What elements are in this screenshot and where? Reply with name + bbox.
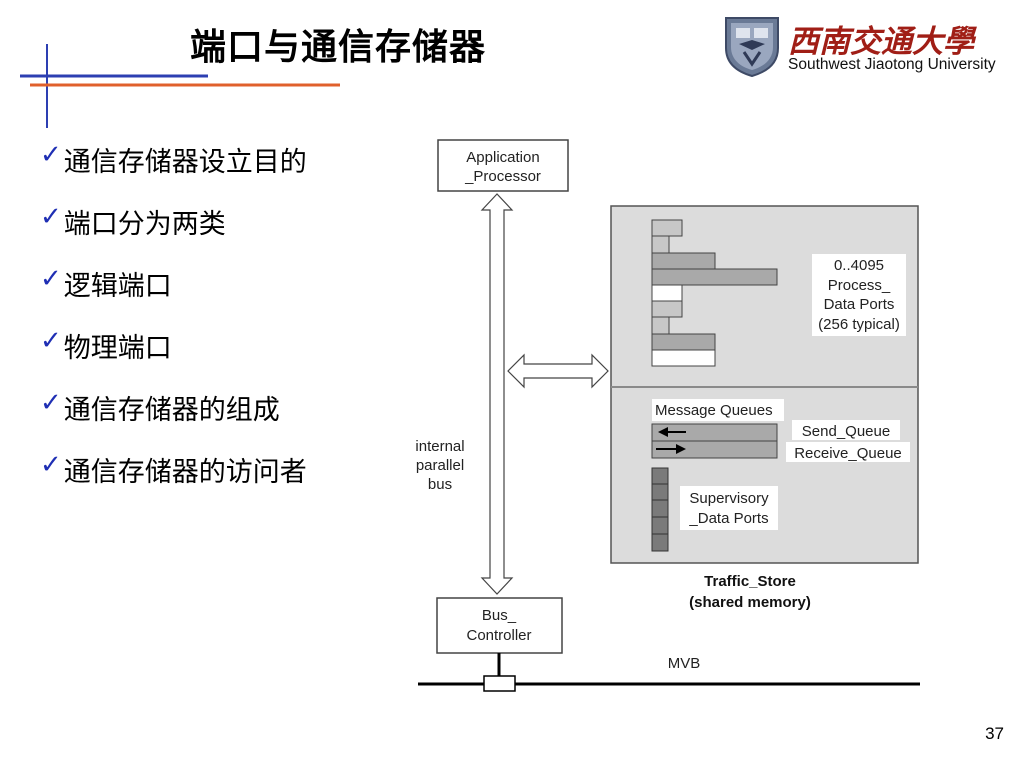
port-bar <box>651 333 716 351</box>
port-bar <box>651 219 683 237</box>
app-processor-line2: _Processor <box>464 168 541 185</box>
checkmark-icon: ✓ <box>40 450 62 480</box>
process-ports-line1: 0..4095 <box>834 257 884 274</box>
corner-decoration <box>20 44 340 128</box>
port-bar <box>651 235 670 254</box>
message-queues-label-bg <box>652 399 784 421</box>
application-processor-box <box>437 139 569 192</box>
bullet-text: 通信存储器的访问者 <box>63 457 307 488</box>
checkmark-icon: ✓ <box>40 202 62 232</box>
port-bar <box>651 349 716 367</box>
port-bar <box>651 252 716 270</box>
bullet-item: ✓通信存储器设立目的 <box>40 140 307 202</box>
process-ports-label-bg <box>812 254 906 336</box>
mvb-label: MVB <box>668 655 701 672</box>
port-bar <box>651 316 670 335</box>
process-ports-line2: Process_ <box>828 277 891 294</box>
app-processor-line1: Application <box>466 149 539 166</box>
process-ports-line3: Data Ports <box>824 296 895 313</box>
internal-bus-line2: parallel <box>416 457 464 474</box>
receive-arrow-icon <box>656 444 686 454</box>
bullet-text: 端口分为两类 <box>63 209 226 240</box>
checkmark-icon: ✓ <box>40 388 62 418</box>
process-ports-line4: (256 typical) <box>818 316 900 333</box>
bullet-item: ✓通信存储器的组成 <box>40 388 307 450</box>
slide-title: 端口与通信存储器 <box>190 27 487 68</box>
bullet-text: 通信存储器设立目的 <box>63 147 307 178</box>
bus-to-store-arrow <box>507 353 609 389</box>
university-logo: 西南交通大學 Southwest Jiaotong University <box>722 14 996 80</box>
receive-queue-label-bg <box>786 442 910 462</box>
bullet-list: ✓通信存储器设立目的 ✓端口分为两类 ✓逻辑端口 ✓物理端口 ✓通信存储器的组成… <box>40 140 307 512</box>
receive-queue-bar <box>651 440 778 459</box>
bus-controller-line2: Controller <box>466 627 531 644</box>
supervisory-cell <box>651 467 669 485</box>
logo-english-name: Southwest Jiaotong University <box>788 56 996 73</box>
supervisory-label-bg <box>680 486 778 530</box>
port-bar <box>651 300 683 318</box>
checkmark-icon: ✓ <box>40 264 62 294</box>
traffic-store-caption-line1: Traffic_Store <box>704 573 796 590</box>
supervisory-cell <box>651 533 669 552</box>
send-arrow-icon <box>658 427 686 437</box>
bullet-item: ✓物理端口 <box>40 326 307 388</box>
supervisory-cell <box>651 499 669 518</box>
bullet-text: 物理端口 <box>63 333 172 364</box>
supervisory-line2: _Data Ports <box>688 510 768 527</box>
bus-controller-box <box>436 597 563 654</box>
port-bar <box>651 284 683 302</box>
mvb-connector <box>483 675 516 692</box>
university-emblem-icon <box>725 17 779 78</box>
bullet-item: ✓通信存储器的访问者 <box>40 450 307 512</box>
bullet-item: ✓端口分为两类 <box>40 202 307 264</box>
bus-controller-line1: Bus_ <box>482 607 517 624</box>
checkmark-icon: ✓ <box>40 326 62 356</box>
internal-bus-line1: internal <box>415 438 464 455</box>
internal-bus-line3: bus <box>428 476 452 493</box>
process-data-ports-bars <box>651 219 778 367</box>
page-number: 37 <box>985 724 1004 743</box>
supervisory-line1: Supervisory <box>689 490 769 507</box>
traffic-store-caption-line2: (shared memory) <box>689 594 811 611</box>
supervisory-cell <box>651 483 669 501</box>
send-queue-label-bg <box>792 420 900 440</box>
receive-queue-label: Receive_Queue <box>794 445 902 462</box>
send-queue-label: Send_Queue <box>802 423 890 440</box>
checkmark-icon: ✓ <box>40 140 62 170</box>
supervisory-cell <box>651 516 669 535</box>
bullet-item: ✓逻辑端口 <box>40 264 307 326</box>
bullet-text: 通信存储器的组成 <box>63 395 280 426</box>
port-bar <box>651 268 778 286</box>
message-queues-label: Message Queues <box>655 402 773 419</box>
logo-script-text: 西南交通大學 <box>788 24 974 60</box>
bullet-text: 逻辑端口 <box>63 271 172 302</box>
supervisory-ports-column <box>651 467 669 552</box>
internal-bus-arrow <box>480 193 514 595</box>
